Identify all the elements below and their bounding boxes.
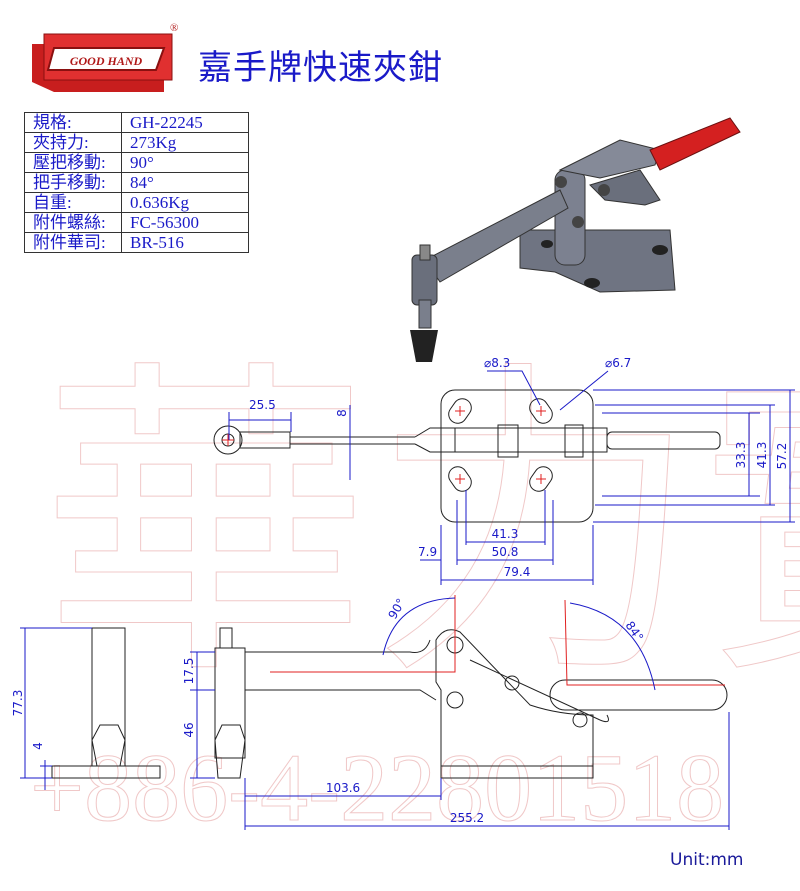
spec-value: 84° bbox=[121, 172, 249, 193]
table-row: 壓把移動:90° bbox=[24, 152, 249, 173]
logo-text: GOOD HAND bbox=[70, 54, 143, 68]
dim-edge: 7.9 bbox=[418, 545, 437, 559]
table-row: 把手移動:84° bbox=[24, 172, 249, 193]
spec-value: 273Kg bbox=[121, 132, 249, 153]
clamp-3d-render bbox=[410, 117, 741, 362]
dim-hole-large: ⌀8.3 bbox=[484, 356, 510, 370]
dim-w3: 79.4 bbox=[504, 565, 531, 579]
table-row: 附件螺絲:FC-56300 bbox=[24, 212, 249, 233]
dim-h3: 57.2 bbox=[775, 443, 789, 470]
dim-reach: 103.6 bbox=[326, 781, 360, 795]
spec-value: GH-22245 bbox=[121, 112, 249, 133]
spec-label: 附件螺絲: bbox=[24, 212, 122, 233]
table-row: 規格:GH-22245 bbox=[24, 112, 249, 133]
spec-label: 附件華司: bbox=[24, 232, 122, 253]
spec-label: 夾持力: bbox=[24, 132, 122, 153]
spec-value: FC-56300 bbox=[121, 212, 249, 233]
dim-w1: 41.3 bbox=[492, 527, 519, 541]
dim-h1: 33.3 bbox=[734, 442, 748, 469]
dim-total-height: 77.3 bbox=[11, 690, 25, 717]
spec-label: 自重: bbox=[24, 192, 122, 213]
page-title: 嘉手牌快速夾鉗 bbox=[198, 48, 443, 88]
side-view-dimensions bbox=[20, 597, 730, 830]
dim-w2: 50.8 bbox=[492, 545, 519, 559]
dim-spindle-height: 46 bbox=[182, 722, 196, 737]
watermark-phone: +886-4-22801518 bbox=[30, 734, 724, 841]
dim-hole-small: ⌀6.7 bbox=[605, 356, 631, 370]
spec-label: 把手移動: bbox=[24, 172, 122, 193]
top-view-dimensions bbox=[228, 370, 795, 585]
spec-table: 規格:GH-22245 夾持力:273Kg 壓把移動:90° 把手移動:84° … bbox=[24, 112, 249, 253]
side-views bbox=[51, 627, 728, 779]
dim-base-thickness: 4 bbox=[31, 742, 45, 750]
centerlines bbox=[270, 595, 725, 686]
table-row: 自重:0.636Kg bbox=[24, 192, 249, 213]
registered-mark: ® bbox=[170, 22, 178, 34]
spec-value: 90° bbox=[121, 152, 249, 173]
dim-total-length: 255.2 bbox=[450, 811, 484, 825]
dim-h2: 41.3 bbox=[755, 442, 769, 469]
unit-label: Unit:mm bbox=[670, 850, 744, 870]
dim-eye-offset: 25.5 bbox=[249, 398, 276, 412]
table-row: 夾持力:273Kg bbox=[24, 132, 249, 153]
table-row: 附件華司:BR-516 bbox=[24, 232, 249, 253]
spec-value: BR-516 bbox=[121, 232, 249, 253]
dim-rod-width: 8 bbox=[335, 409, 349, 417]
spec-label: 規格: bbox=[24, 112, 122, 133]
spec-value: 0.636Kg bbox=[121, 192, 249, 213]
watermark: 華力實 +886-4-22801518 bbox=[30, 347, 800, 842]
top-view bbox=[213, 389, 721, 523]
good-hand-logo: GOOD HAND ® bbox=[24, 22, 184, 100]
spec-label: 壓把移動: bbox=[24, 152, 122, 173]
dim-arm-height: 17.5 bbox=[182, 658, 196, 685]
watermark-characters: 華力實 bbox=[40, 347, 800, 712]
